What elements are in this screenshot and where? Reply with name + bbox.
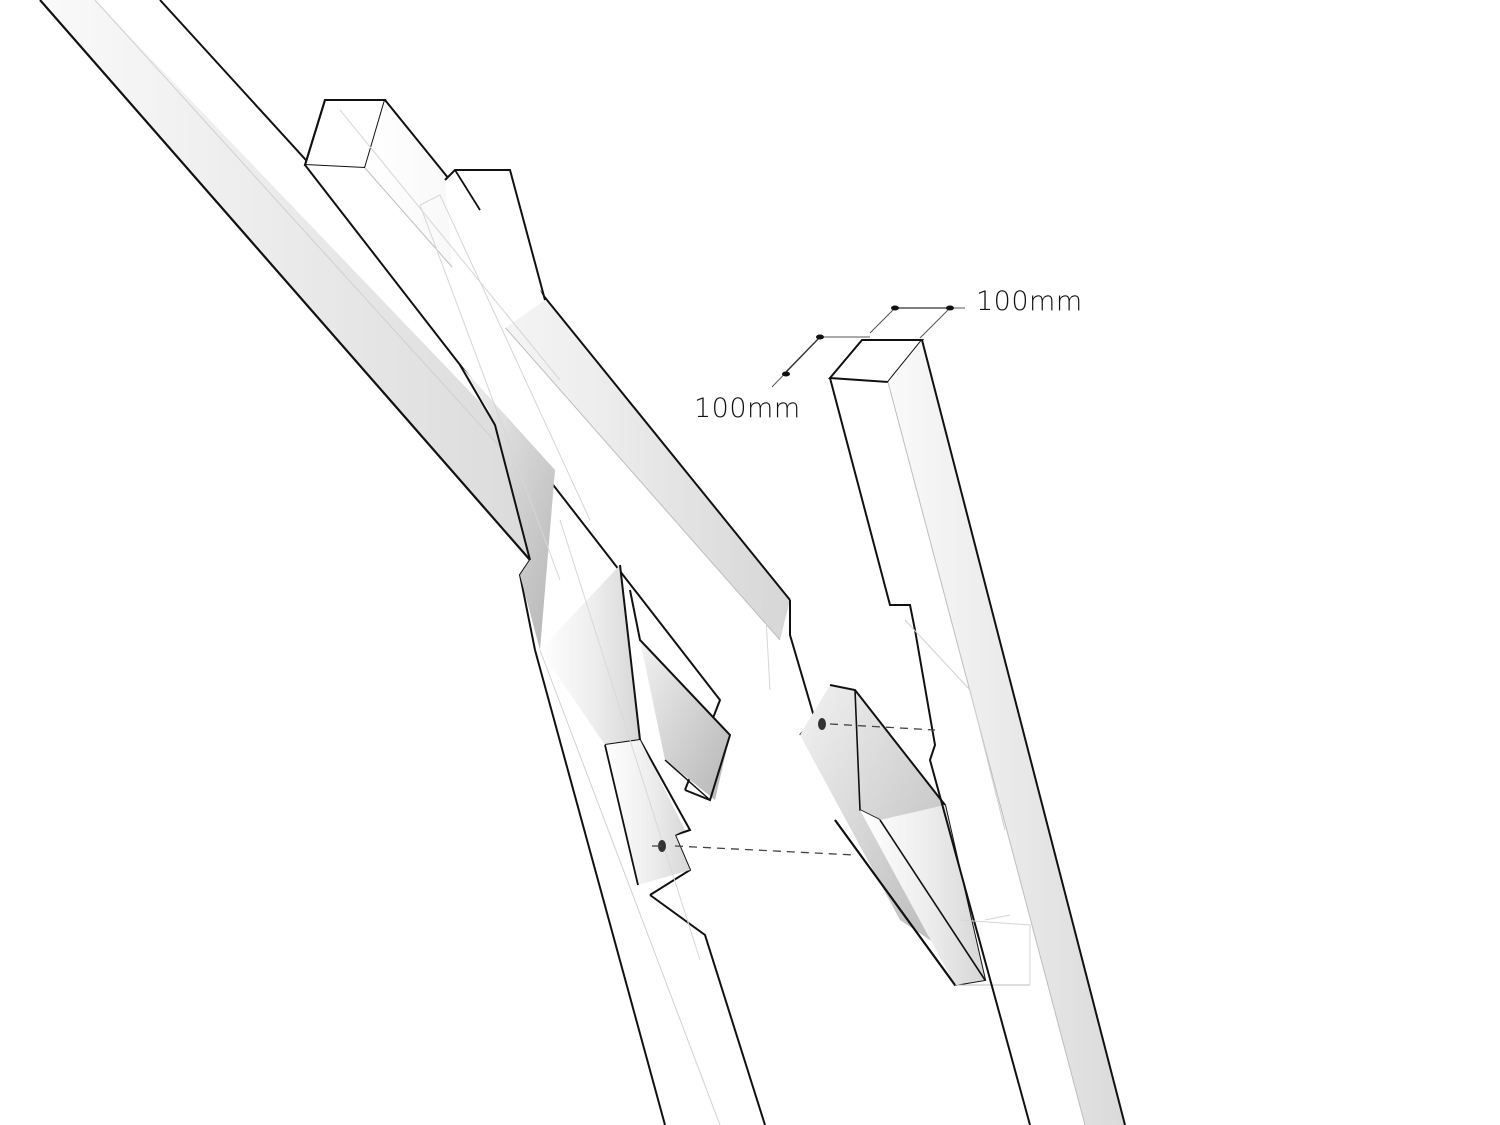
notched-brace — [629, 589, 732, 802]
dimension-width-line — [869, 305, 965, 339]
upper-rafter — [303, 99, 817, 791]
dimension-label-width: 100mm — [976, 286, 1083, 317]
hidden-construction-lines — [339, 109, 1031, 985]
dowel-hole-upper — [818, 718, 936, 731]
dimension-label-depth: 100mm — [694, 393, 801, 424]
dowel-hole-lower — [652, 840, 856, 856]
dimension-depth-line — [771, 334, 870, 388]
right-post — [827, 339, 1126, 1125]
middle-post — [444, 169, 766, 1125]
